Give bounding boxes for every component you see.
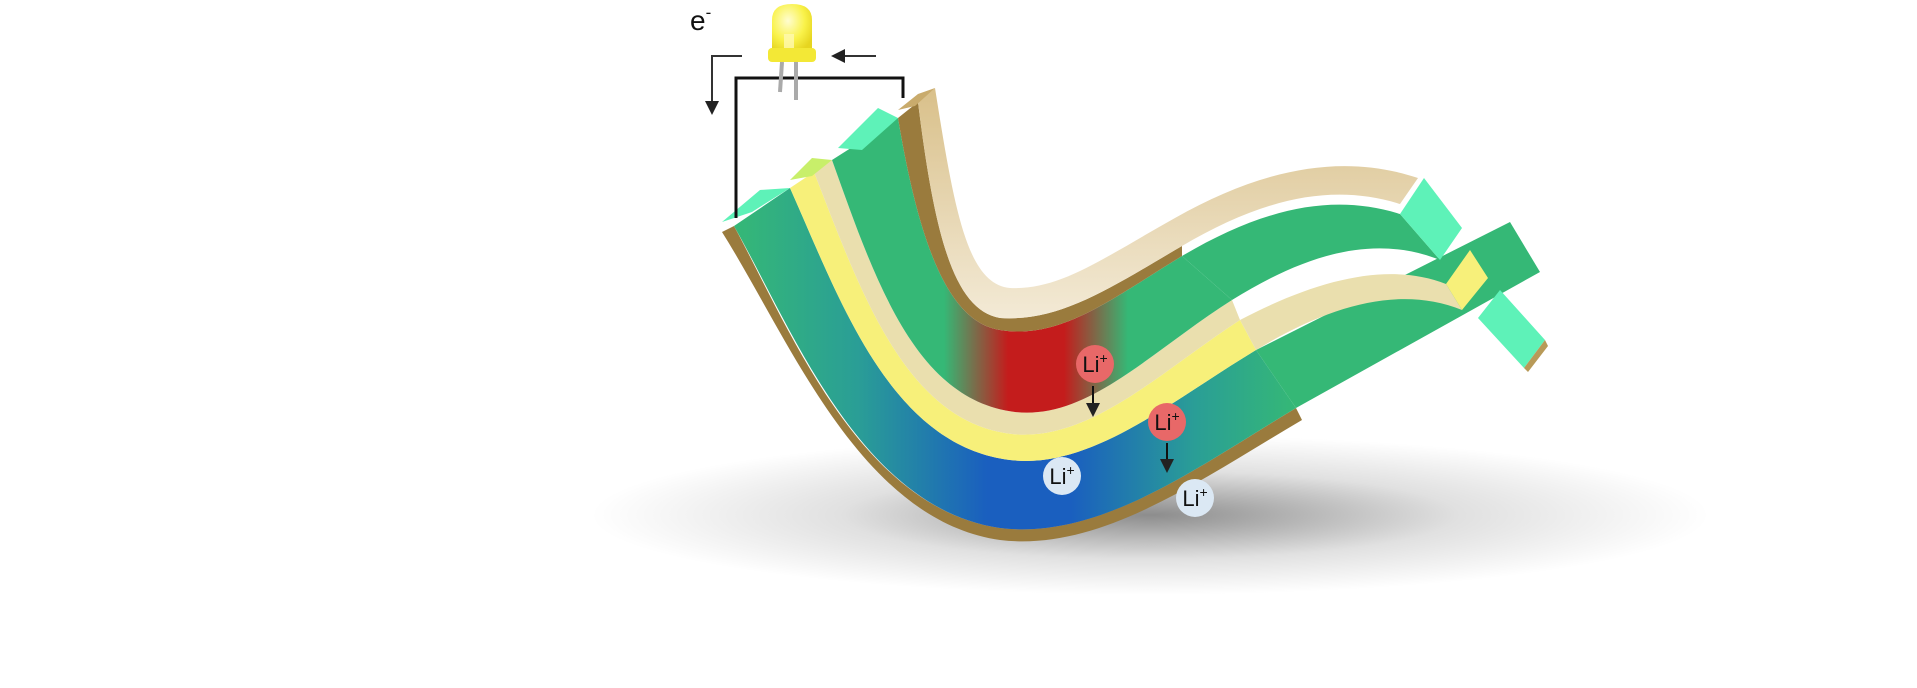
- bottom-left-cap: [722, 188, 790, 222]
- bottom-electrode: [734, 188, 1296, 530]
- top-electrode-right: [1182, 204, 1440, 300]
- svg-text:Li+: Li+: [1182, 484, 1207, 511]
- bottom-end-cap: [1478, 290, 1545, 368]
- separator-outer: [790, 172, 1256, 461]
- svg-text:Li+: Li+: [1082, 350, 1107, 377]
- svg-text:Li+: Li+: [1154, 408, 1179, 435]
- electron-label: e-: [690, 3, 711, 36]
- separator-left-cap: [790, 158, 832, 180]
- bottom-end-cap-collector: [1524, 340, 1548, 372]
- svg-text:Li+: Li+: [1049, 462, 1074, 489]
- top-collector-surface: [918, 88, 1418, 319]
- ion-moving-2: Li+: [1148, 403, 1186, 441]
- ion-intercalated-2: Li+: [1176, 479, 1214, 517]
- top-left-cap: [838, 108, 898, 150]
- top-collector-left-cap: [898, 88, 935, 110]
- electron-flow-arrow-left: [705, 55, 742, 115]
- ground-shadow: [590, 435, 1710, 595]
- separator-strip-right: [1240, 274, 1462, 350]
- top-electrode: [832, 118, 1232, 413]
- separator-end-cap: [1446, 250, 1488, 310]
- ion-intercalated-1: Li+: [1043, 457, 1081, 495]
- separator-inner: [814, 160, 1240, 435]
- led-icon: [768, 4, 816, 100]
- svg-text:e-: e-: [690, 3, 711, 36]
- top-end-cap: [1400, 178, 1462, 260]
- ion-moving-1: Li+: [1076, 345, 1114, 383]
- circuit-wire: [734, 76, 905, 218]
